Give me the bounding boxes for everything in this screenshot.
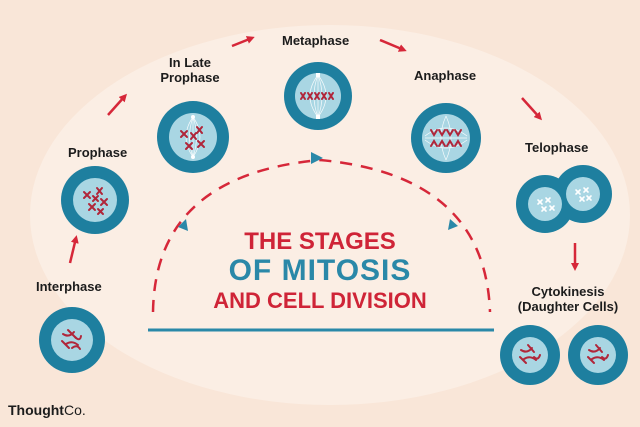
stage-label-anaphase: Anaphase	[414, 68, 477, 83]
arrow-prophase-lateprophase	[107, 93, 128, 116]
title-line-2: OF MITOSIS	[228, 254, 412, 287]
stage-label-metaphase: Metaphase	[282, 33, 350, 48]
cell-late-prophase	[157, 101, 229, 173]
logo-rest: Co.	[63, 402, 86, 418]
cell-telophase	[516, 165, 612, 233]
arrow-interphase-prophase	[68, 235, 79, 264]
title-line-3: AND CELL DIVISION	[213, 288, 427, 313]
cell-cytokinesis	[500, 325, 628, 385]
logo-bold: Thought	[8, 402, 64, 418]
arch-arrow-icon	[448, 219, 458, 230]
arrow-lateprophase-metaphase	[231, 36, 255, 48]
arch-arrow-icon	[311, 152, 323, 164]
dashed-arch	[151, 158, 492, 313]
cell-interphase	[39, 307, 105, 373]
cell-anaphase	[411, 103, 481, 173]
arch-arrow-icon	[178, 219, 188, 231]
stage-label-late-prophase: In Late Prophase	[160, 55, 220, 85]
title-line-1: THE STAGES	[244, 228, 396, 255]
stage-label-interphase: Interphase	[36, 279, 102, 294]
stage-label-cytokinesis: Cytokinesis (Daughter Cells)	[517, 284, 619, 314]
arrow-anaphase-telophase	[521, 97, 543, 121]
cell-prophase	[61, 166, 129, 234]
stage-arrows	[68, 36, 579, 271]
cell-metaphase	[284, 62, 352, 130]
stage-label-prophase: Prophase	[68, 145, 128, 160]
stage-label-telophase: Telophase	[525, 140, 589, 155]
arrow-metaphase-anaphase	[379, 38, 407, 52]
thoughtco-logo: ThoughtCo.	[8, 402, 86, 418]
